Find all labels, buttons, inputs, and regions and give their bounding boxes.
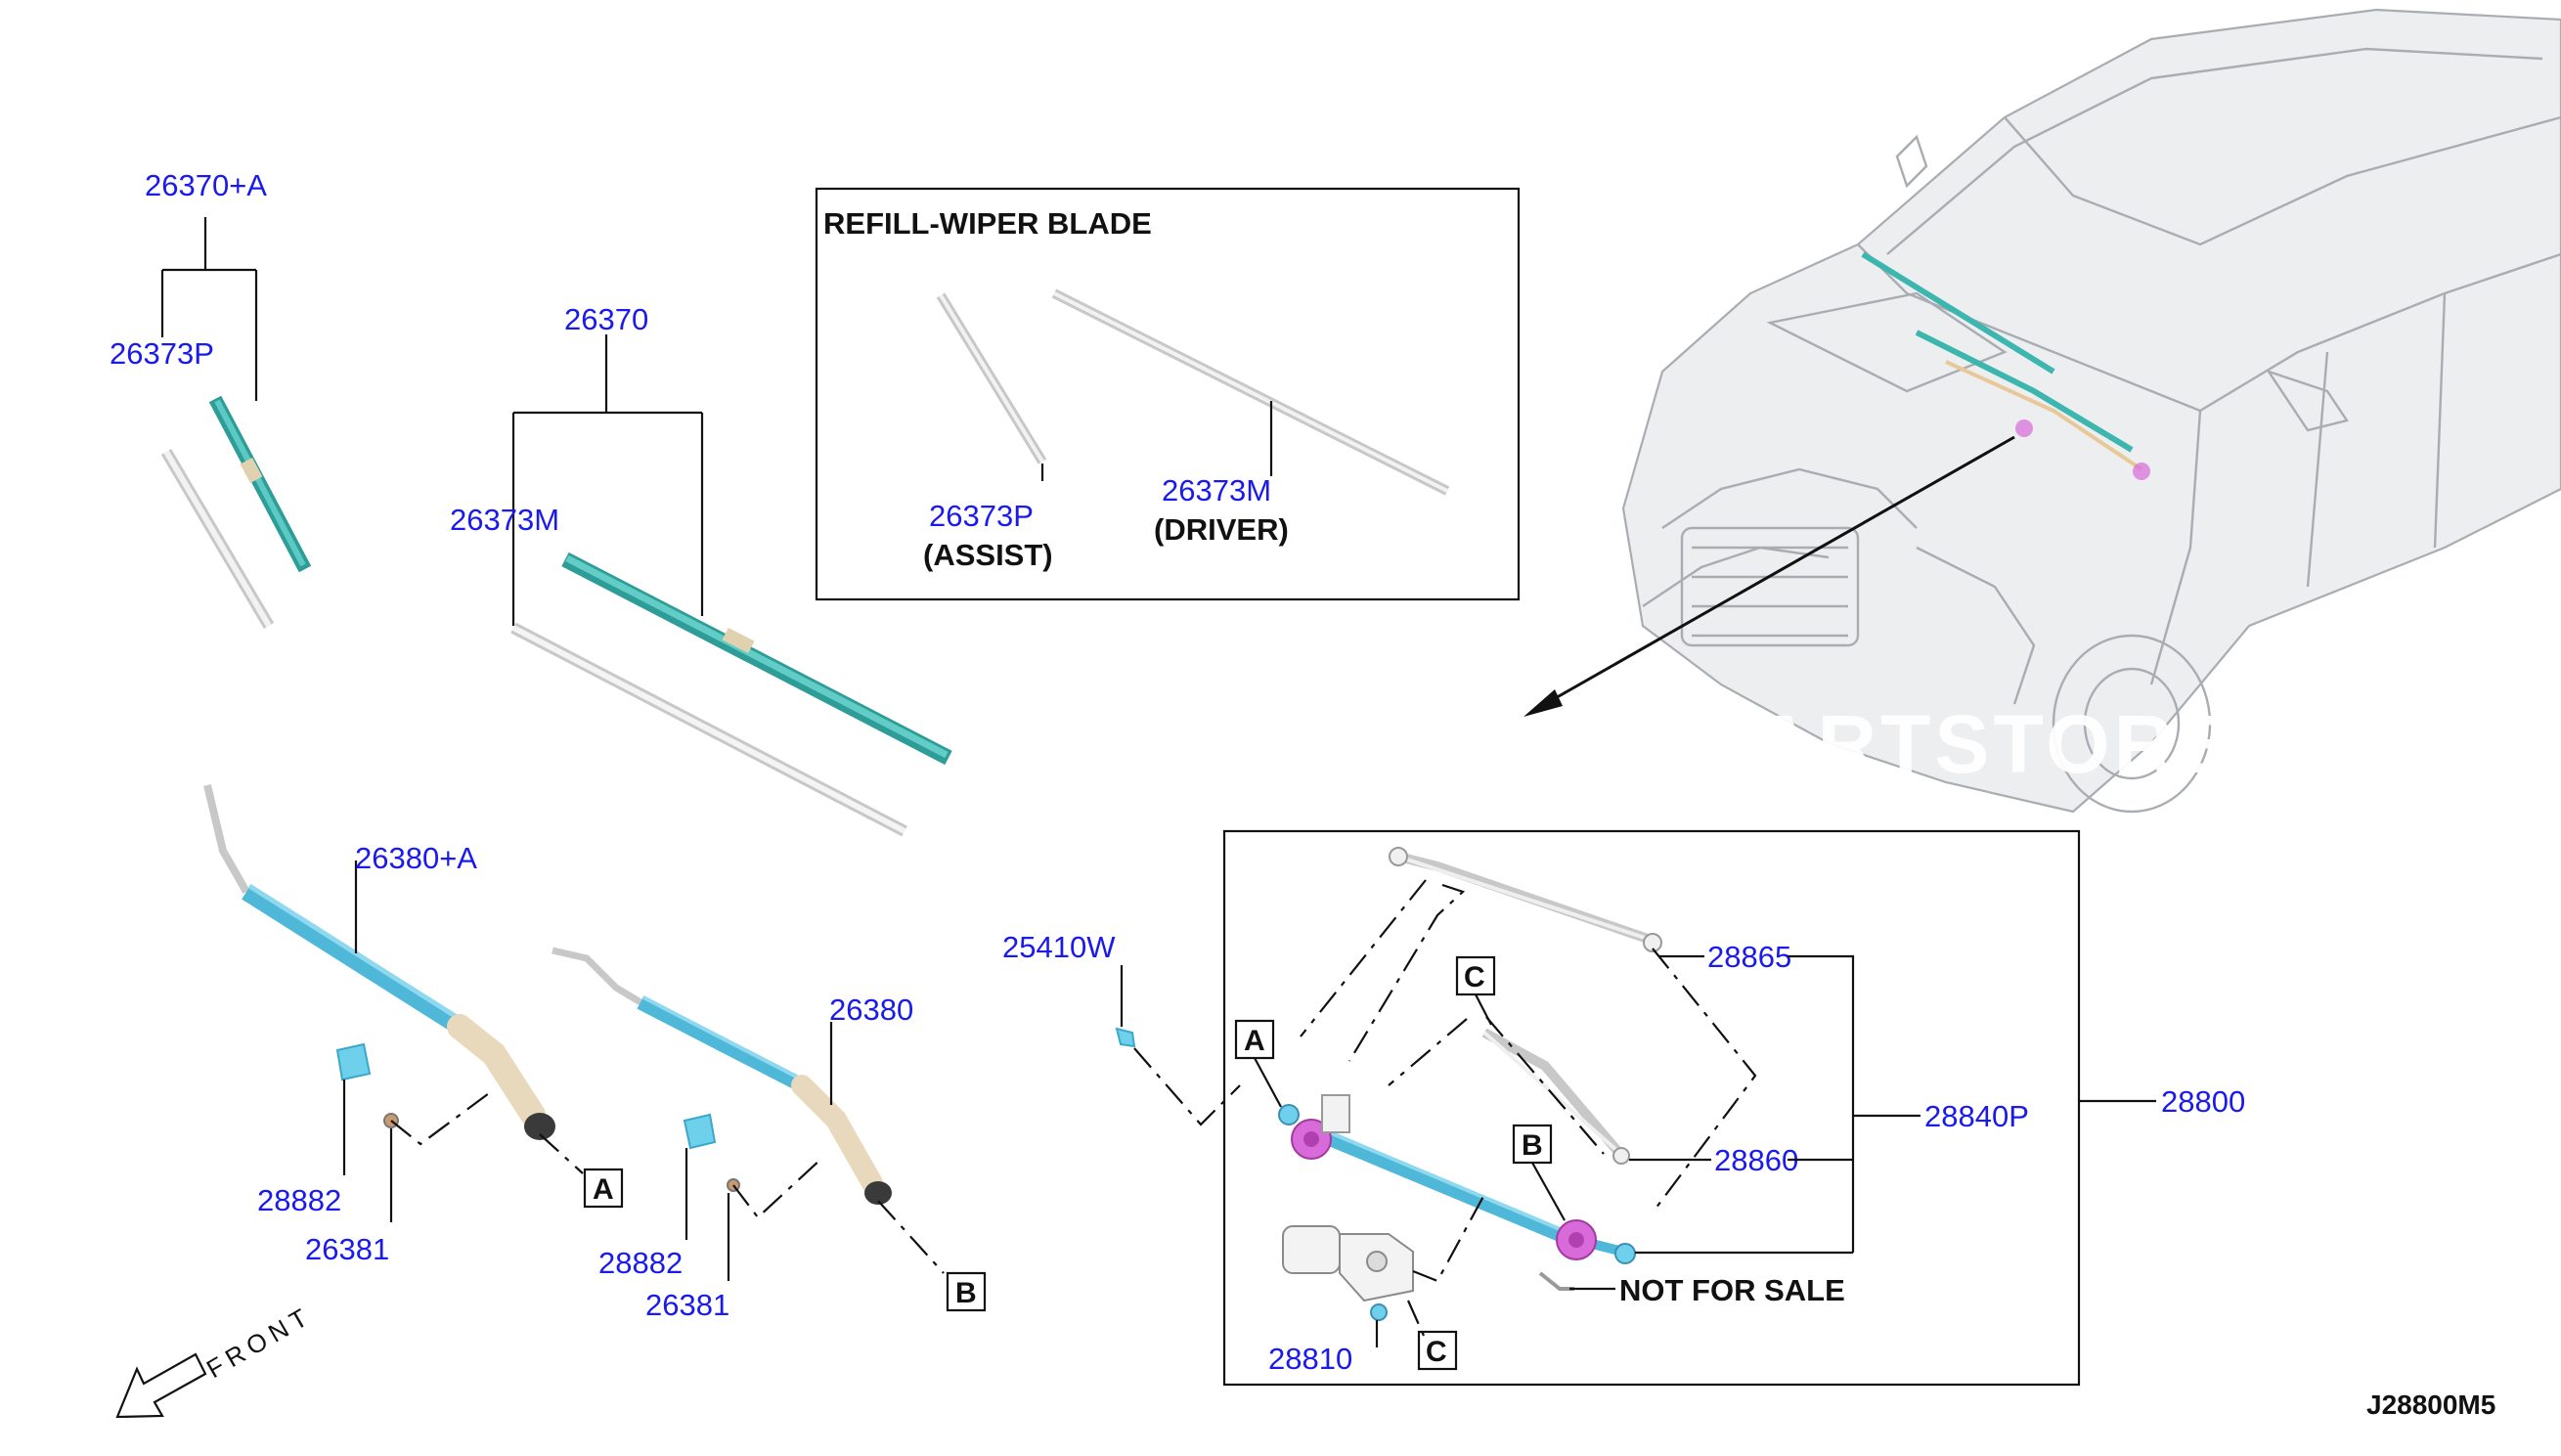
part-label-26380A: 26380+A xyxy=(355,841,477,875)
part-label-26373P: 26373P xyxy=(110,336,214,371)
diagram-code: J28800M5 xyxy=(2366,1390,2495,1420)
nozzle-group: 25410W xyxy=(1002,930,1241,1126)
refill-box: REFILL-WIPER BLADE 26373P (ASSIST) 26373… xyxy=(815,187,1521,601)
part-label-26380: 26380 xyxy=(829,993,913,1027)
assist-arm-group: 26380+A 28882 26381 A xyxy=(203,784,624,1266)
vehicle-illustration xyxy=(1523,8,2561,814)
refill-box-title: REFILL-WIPER BLADE xyxy=(823,206,1152,241)
part-label-28840P: 28840P xyxy=(1924,1099,2029,1133)
part-label-26381-right: 26381 xyxy=(645,1288,729,1322)
refill-driver-label: (DRIVER) xyxy=(1154,512,1289,547)
refill-driver-part: 26373M xyxy=(1162,473,1271,507)
part-label-26370A: 26370+A xyxy=(145,168,267,202)
wiper-motor xyxy=(1282,1225,1414,1321)
part-label-28865: 28865 xyxy=(1707,940,1791,974)
ref-c-bottom: C xyxy=(1426,1336,1447,1368)
part-label-28860: 28860 xyxy=(1714,1143,1798,1177)
part-label-28800: 28800 xyxy=(2161,1084,2245,1119)
driver-blade-group: 26370 26373M xyxy=(450,302,952,837)
part-label-26370: 26370 xyxy=(564,302,648,336)
part-label-28810: 28810 xyxy=(1268,1342,1352,1376)
linkage-box: 28865 28860 C A B xyxy=(1222,829,2081,1387)
driver-arm-group: 26380 28882 26381 B xyxy=(552,947,987,1322)
part-label-28882-left: 28882 xyxy=(257,1183,341,1217)
ref-a-link: A xyxy=(1244,1025,1265,1057)
watermark-text: PARTSTORE xyxy=(1701,698,2235,790)
refill-assist-part: 26373P xyxy=(929,499,1034,533)
ref-a-arm: A xyxy=(593,1173,614,1206)
ref-c-top: C xyxy=(1464,961,1485,993)
not-for-sale-label: NOT FOR SALE xyxy=(1619,1273,1845,1307)
ref-b-link: B xyxy=(1522,1129,1543,1162)
refill-assist-label: (ASSIST) xyxy=(923,538,1053,572)
ref-b-arm: B xyxy=(955,1277,977,1309)
part-label-26373M: 26373M xyxy=(450,503,559,537)
front-label: FRONT xyxy=(201,1300,318,1384)
front-direction-indicator: FRONT xyxy=(115,1300,318,1419)
assist-blade-group: 26370+A 26373P xyxy=(110,168,312,630)
part-label-28882-right: 28882 xyxy=(598,1246,683,1280)
part-label-26381-left: 26381 xyxy=(305,1232,389,1266)
part-label-25410W: 25410W xyxy=(1002,930,1116,964)
